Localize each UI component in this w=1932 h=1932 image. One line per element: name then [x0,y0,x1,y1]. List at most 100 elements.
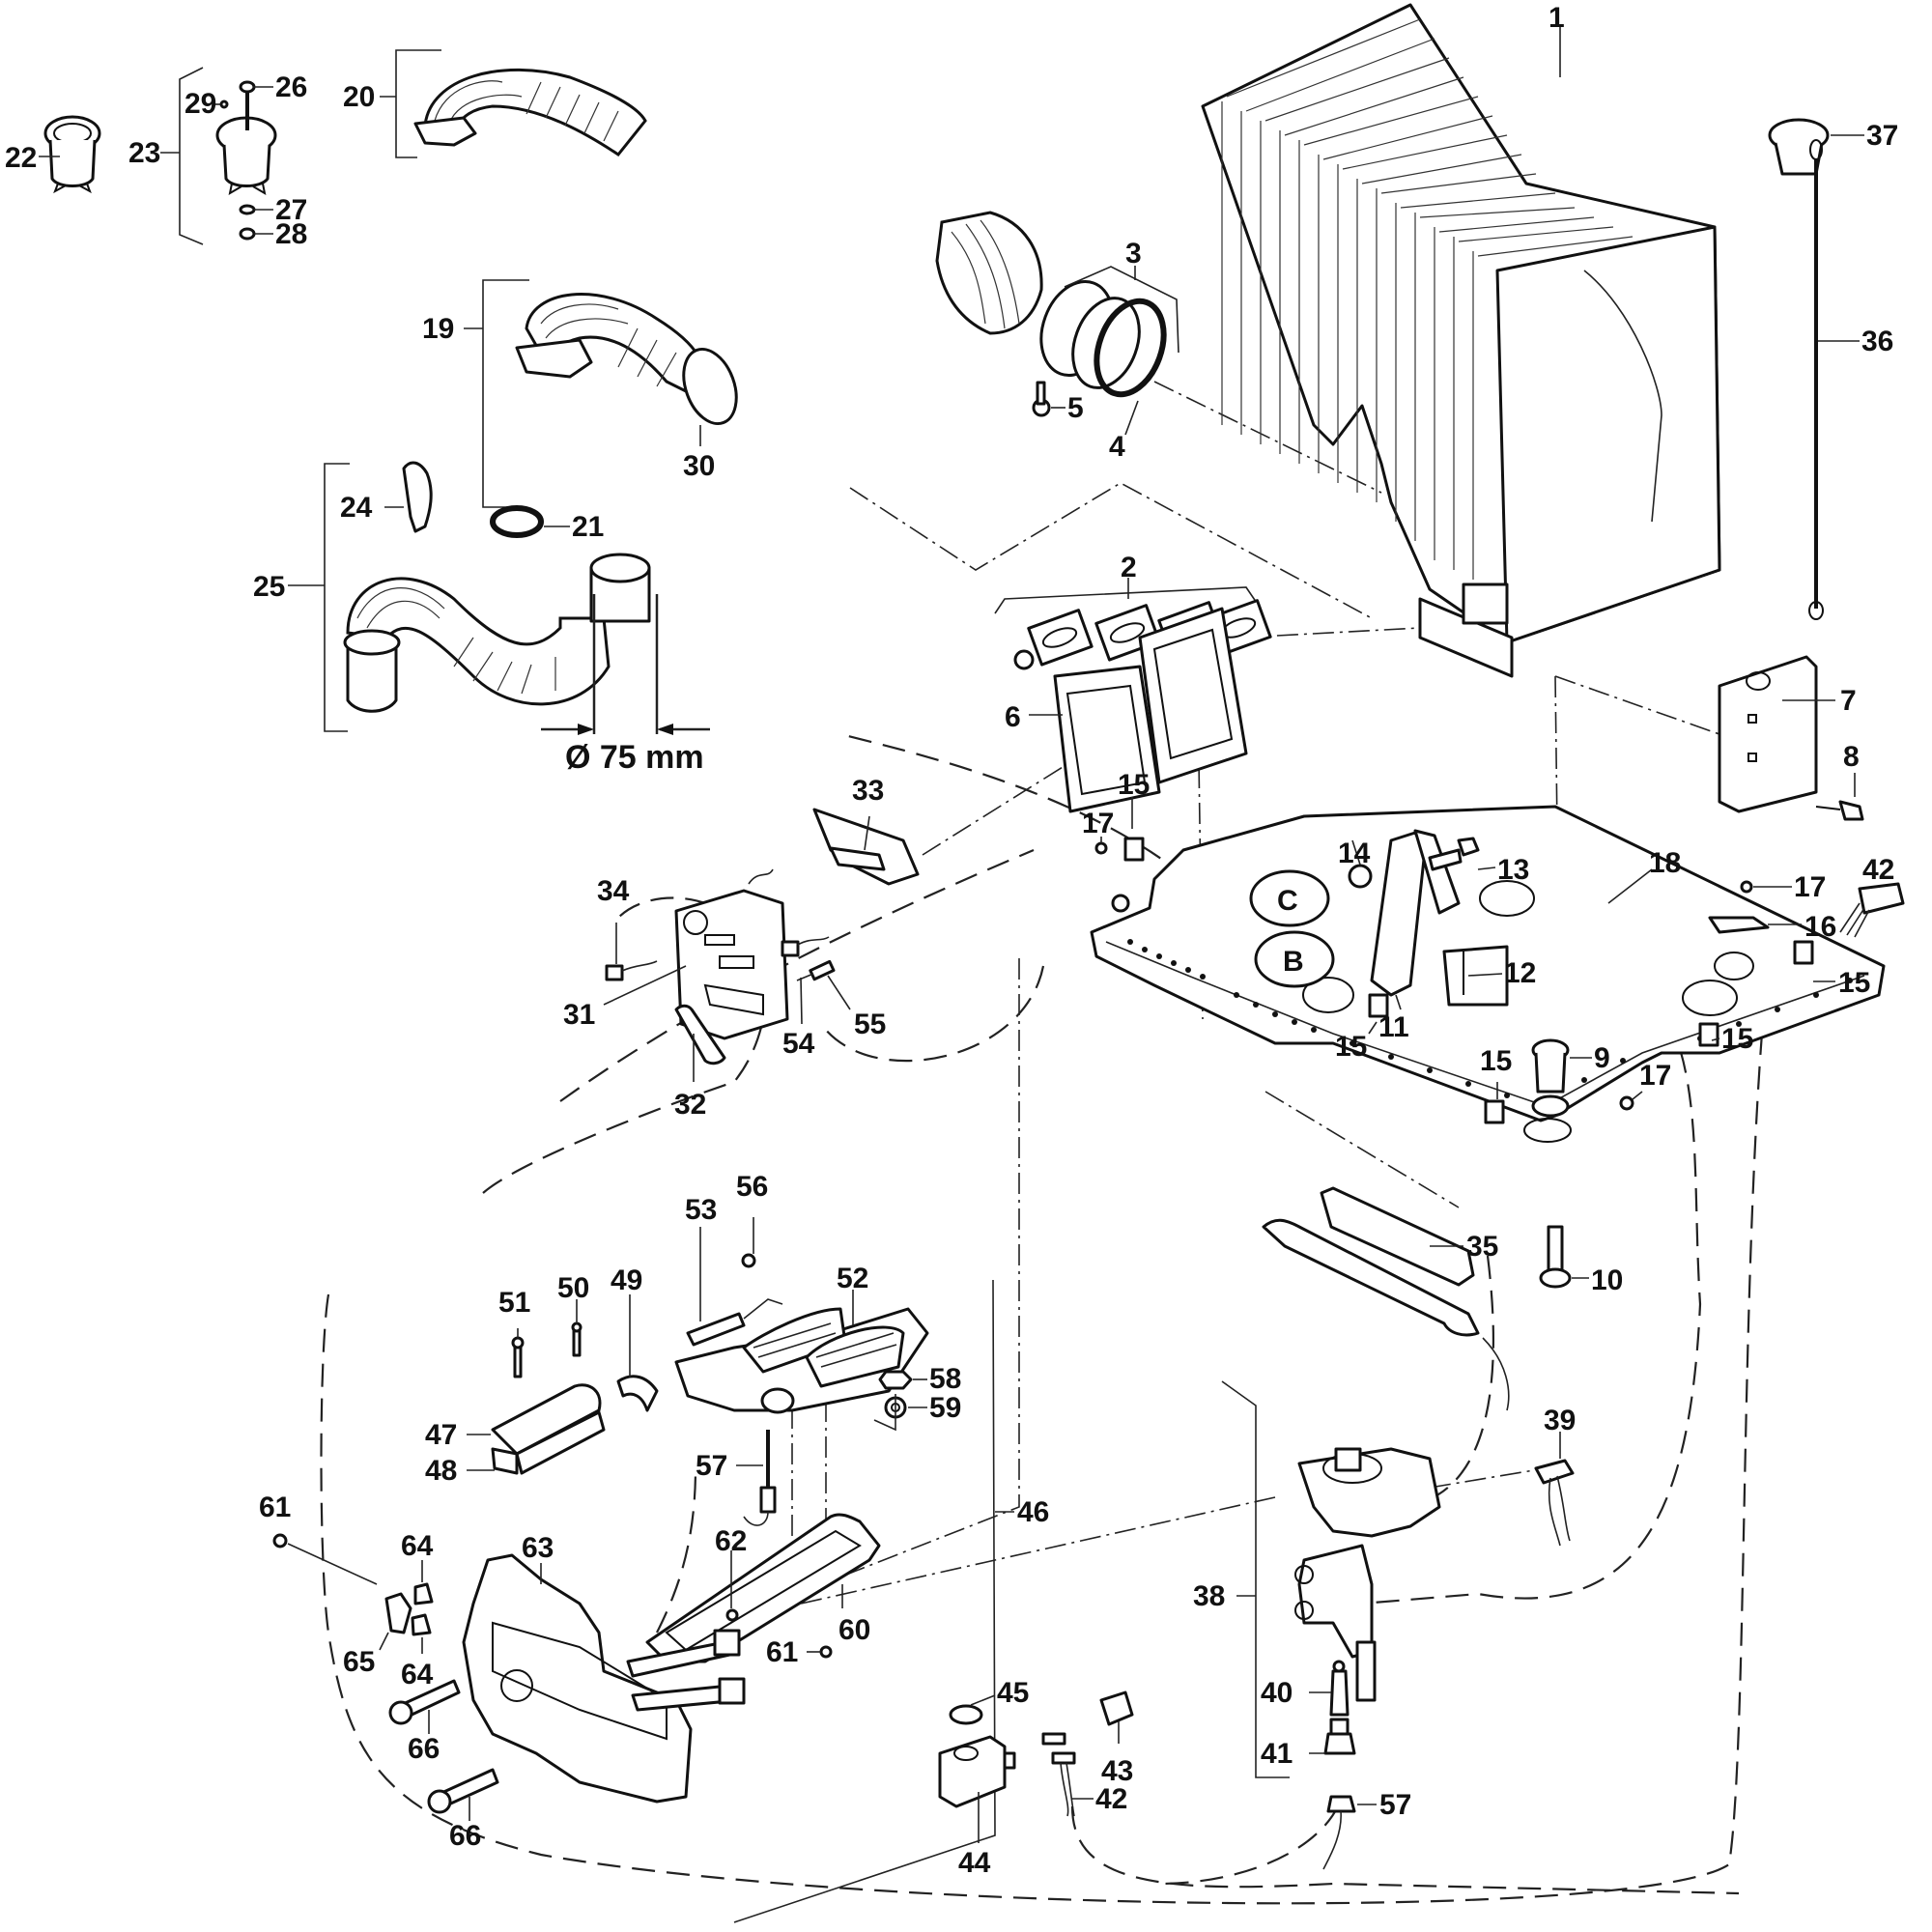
thermostat-bracket-part [1262,1186,1510,1411]
clamp-screw-part [1032,381,1051,417]
control-panel-part [674,889,789,1040]
callout-26: 26 [275,71,307,103]
bolt-part [1428,837,1480,871]
callout-58: 58 [929,1363,961,1395]
connector-plug-part [796,959,836,981]
callout-11: 11 [1378,1011,1409,1043]
callout-35: 35 [1466,1231,1498,1263]
assembly-line [714,1496,1276,1624]
assembly-line [922,675,1208,856]
wire-path [320,965,1770,1905]
callout-66: 66 [449,1820,481,1852]
connector-block-part [1099,1690,1134,1726]
callout-12: 12 [1504,957,1536,989]
heat-exchanger-part [1201,3,1721,678]
callout-57: 57 [696,1450,727,1482]
callout-41: 41 [1261,1738,1293,1770]
wire-path [820,965,1045,1063]
s-hose-part [343,553,651,713]
callout-17: 17 [1794,871,1826,903]
callout-60: 60 [838,1614,870,1646]
callout-59: 59 [929,1392,961,1424]
assembly-line [849,482,1373,619]
dimension-indicator: Ø 75 mm [541,594,710,776]
drain-cap-part [215,80,277,195]
callout-15: 15 [1721,1023,1753,1055]
callout-42: 42 [1095,1783,1127,1815]
callout-10: 10 [1591,1264,1623,1296]
callout-15: 15 [1335,1031,1367,1063]
flange-gasket-part [1053,607,1248,813]
long-bolt-part [1539,1225,1572,1289]
hose-clamp-part [682,347,738,426]
callout-34: 34 [597,875,630,907]
callout-1: 1 [1548,2,1565,34]
callout-46: 46 [1017,1496,1049,1528]
assembly-line [796,958,1020,1595]
gauze-part [616,1375,659,1412]
callout-29: 29 [185,88,216,120]
callout-66: 66 [408,1733,440,1765]
marker-c-label: C [1277,885,1298,917]
assembly-line [1153,381,1382,494]
support-bracket-part [1111,829,1461,997]
callout-6: 6 [1005,701,1021,733]
star-washer-part [949,1704,983,1725]
thermal-cutout-part [1534,1459,1575,1547]
nozzle-part [1329,1660,1350,1717]
callout-53: 53 [685,1194,717,1226]
assembly-line [1264,1091,1460,1208]
callout-50: 50 [557,1272,589,1304]
callout-25: 25 [253,571,285,603]
clamp-part [1708,916,1770,934]
callout-22: 22 [5,142,37,174]
wire-path [1070,1805,1740,1895]
marker-c: C [1249,869,1330,927]
group-bracket [482,279,529,508]
callout-32: 32 [674,1089,706,1121]
group-bracket [324,463,350,732]
callout-15: 15 [1838,967,1870,999]
callout-33: 33 [852,775,884,807]
bracket-part [1718,655,1818,813]
callout-38: 38 [1193,1580,1225,1612]
grommet-part [1768,118,1830,176]
wire-connector-part [605,868,830,981]
dimension-label: Ø 75 mm [565,739,704,776]
screw-part [741,1253,756,1268]
callout-15: 15 [1118,769,1150,801]
drain-cup-part [43,115,101,194]
assembly-line [1554,675,1720,735]
callout-24: 24 [340,492,373,524]
burner-tray-part [645,1513,881,1663]
screw-part [511,1321,582,1378]
o-ring-part [1094,298,1167,398]
group-bracket [395,49,441,158]
pin-part [674,1004,726,1065]
flue-ring-part [1039,280,1141,389]
seal-ring-part [490,505,544,538]
burner-part [674,1307,929,1414]
cable-clip-part [1123,837,1814,1124]
callout-51: 51 [498,1287,530,1319]
spacer-part [1531,1038,1570,1118]
callout-27: 27 [275,194,307,226]
callout-3: 3 [1125,238,1142,270]
callout-9: 9 [1594,1042,1610,1074]
callout-62: 62 [715,1525,747,1557]
callout-44: 44 [958,1847,991,1879]
callout-18: 18 [1649,847,1681,879]
screw-part [1815,800,1864,821]
injector-block-part [491,1383,606,1475]
marker-b: B [1254,930,1335,988]
callout-17: 17 [1639,1060,1671,1092]
cover-flap-part [812,808,920,886]
washer-part [239,204,256,215]
callout-56: 56 [736,1171,768,1203]
hose-clip-part [402,461,433,533]
callout-19: 19 [422,313,454,345]
wire-path [1158,1805,1339,1886]
callout-47: 47 [425,1419,457,1451]
